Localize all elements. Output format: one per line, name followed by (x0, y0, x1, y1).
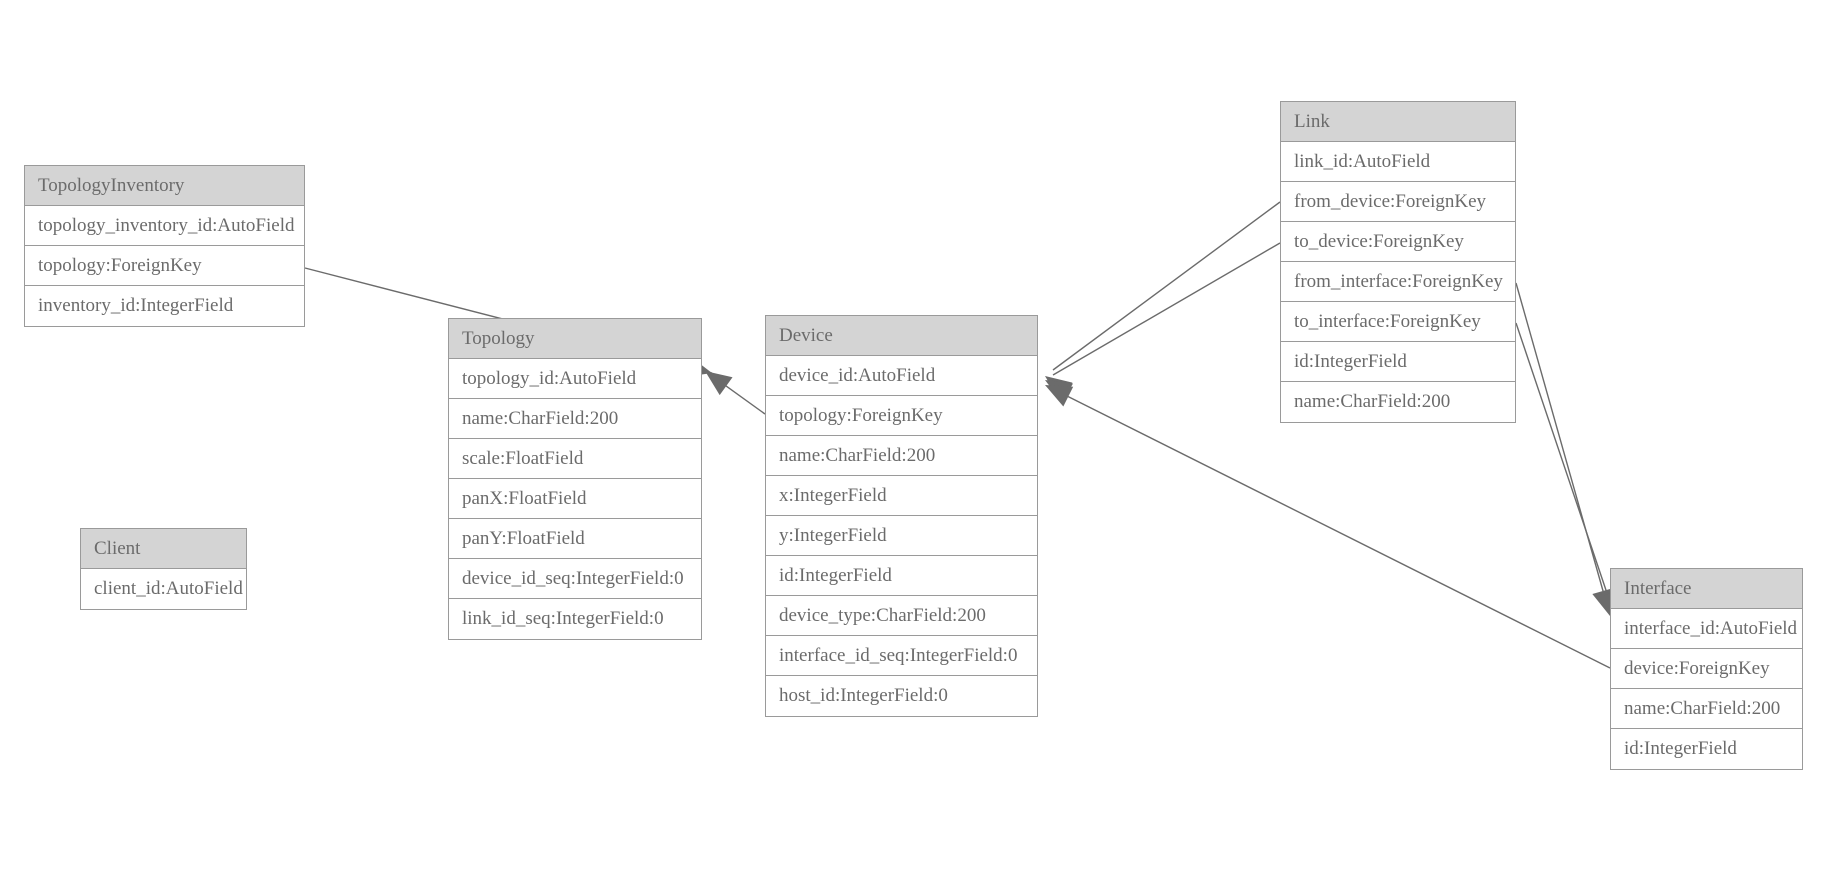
entity-field-topology_inventory-1[interactable]: topology:ForeignKey (25, 246, 304, 286)
relationship-arrowhead (705, 371, 733, 396)
entity-field-link-4[interactable]: to_interface:ForeignKey (1281, 302, 1515, 342)
entity-field-topology-6[interactable]: link_id_seq:IntegerField:0 (449, 599, 701, 639)
entity-field-topology-1[interactable]: name:CharField:200 (449, 399, 701, 439)
entity-title-topology: Topology (449, 319, 701, 359)
entity-field-device-7[interactable]: interface_id_seq:IntegerField:0 (766, 636, 1037, 676)
relationship-arrowhead (1045, 376, 1073, 401)
entity-field-device-2[interactable]: name:CharField:200 (766, 436, 1037, 476)
entity-field-topology-0[interactable]: topology_id:AutoField (449, 359, 701, 399)
relationship-arrowhead (1045, 380, 1074, 403)
entity-field-device-8[interactable]: host_id:IntegerField:0 (766, 676, 1037, 716)
entity-field-link-2[interactable]: to_device:ForeignKey (1281, 222, 1515, 262)
entity-field-device-0[interactable]: device_id:AutoField (766, 356, 1037, 396)
relationship-link-from-interface (1515, 282, 1614, 616)
relationship-line (1052, 201, 1281, 371)
entity-field-device-1[interactable]: topology:ForeignKey (766, 396, 1037, 436)
relationship-line (1052, 242, 1281, 376)
entity-field-interface-3[interactable]: id:IntegerField (1611, 729, 1802, 769)
entity-field-device-4[interactable]: y:IntegerField (766, 516, 1037, 556)
relationship-link-from-device (1045, 201, 1281, 401)
entity-field-device-6[interactable]: device_type:CharField:200 (766, 596, 1037, 636)
entity-field-topology-4[interactable]: panY:FloatField (449, 519, 701, 559)
relationship-line (1515, 282, 1608, 606)
relationship-link-to-device (1045, 242, 1281, 403)
entity-field-link-5[interactable]: id:IntegerField (1281, 342, 1515, 382)
entity-field-link-6[interactable]: name:CharField:200 (1281, 382, 1515, 422)
entity-title-interface: Interface (1611, 569, 1802, 609)
entity-title-link: Link (1281, 102, 1515, 142)
entity-field-device-3[interactable]: x:IntegerField (766, 476, 1037, 516)
relationship-line (714, 377, 766, 415)
entity-field-link-3[interactable]: from_interface:ForeignKey (1281, 262, 1515, 302)
entity-field-device-5[interactable]: id:IntegerField (766, 556, 1037, 596)
entity-title-client: Client (81, 529, 246, 569)
entity-field-interface-2[interactable]: name:CharField:200 (1611, 689, 1802, 729)
entity-field-topology_inventory-2[interactable]: inventory_id:IntegerField (25, 286, 304, 326)
entity-field-topology-3[interactable]: panX:FloatField (449, 479, 701, 519)
entity-field-interface-0[interactable]: interface_id:AutoField (1611, 609, 1802, 649)
entity-field-link-1[interactable]: from_device:ForeignKey (1281, 182, 1515, 222)
relationship-line (1515, 322, 1613, 609)
entity-field-client-0[interactable]: client_id:AutoField (81, 569, 246, 609)
entity-field-topology-5[interactable]: device_id_seq:IntegerField:0 (449, 559, 701, 599)
entity-field-interface-1[interactable]: device:ForeignKey (1611, 649, 1802, 689)
relationship-line (1054, 389, 1611, 669)
entity-field-link-0[interactable]: link_id:AutoField (1281, 142, 1515, 182)
entity-field-topology-2[interactable]: scale:FloatField (449, 439, 701, 479)
entity-title-device: Device (766, 316, 1037, 356)
entity-field-topology_inventory-0[interactable]: topology_inventory_id:AutoField (25, 206, 304, 246)
relationship-arrowhead (1045, 385, 1074, 407)
entity-title-topology_inventory: TopologyInventory (25, 166, 304, 206)
relationship-device-topology (705, 371, 766, 415)
